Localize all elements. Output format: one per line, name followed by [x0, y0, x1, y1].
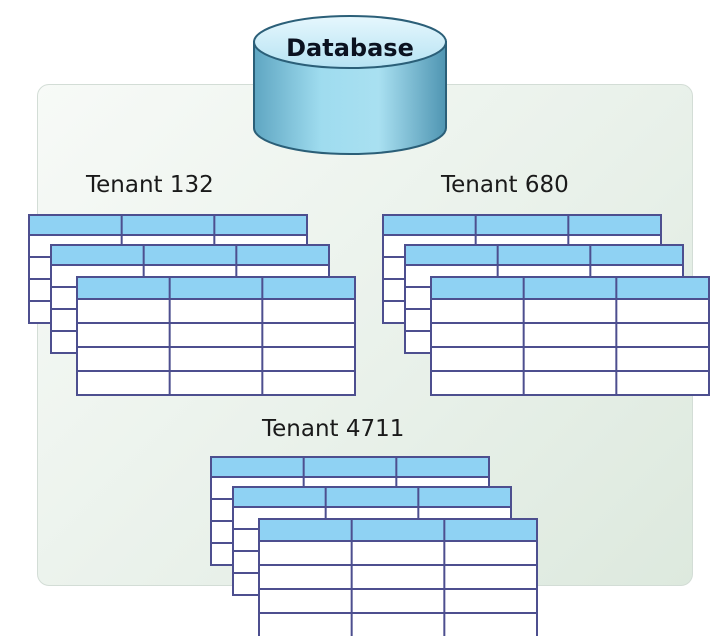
database-top: [253, 15, 447, 69]
tenant-680-table-stack: [382, 214, 710, 396]
tenant-label-132: Tenant 132: [86, 172, 214, 198]
table-header: [404, 244, 684, 266]
table-header: [382, 214, 662, 236]
tenant-label-4711: Tenant 4711: [262, 416, 405, 442]
table-header: [28, 214, 308, 236]
tenant-4711-table-stack: [210, 456, 538, 636]
database-cylinder: Database: [253, 15, 447, 155]
table-header: [258, 518, 538, 542]
table-header: [76, 276, 356, 300]
table-header: [50, 244, 330, 266]
table-header: [430, 276, 710, 300]
database-body: [253, 41, 447, 155]
tenant-4711-table-stack-table-3: [258, 518, 538, 636]
table-header: [210, 456, 490, 478]
tenant-label-680: Tenant 680: [441, 172, 569, 198]
tenant-680-table-stack-table-3: [430, 276, 710, 396]
table-header: [232, 486, 512, 508]
tenant-132-table-stack-table-3: [76, 276, 356, 396]
database-label: Database: [286, 34, 414, 62]
tenant-132-table-stack: [28, 214, 356, 396]
